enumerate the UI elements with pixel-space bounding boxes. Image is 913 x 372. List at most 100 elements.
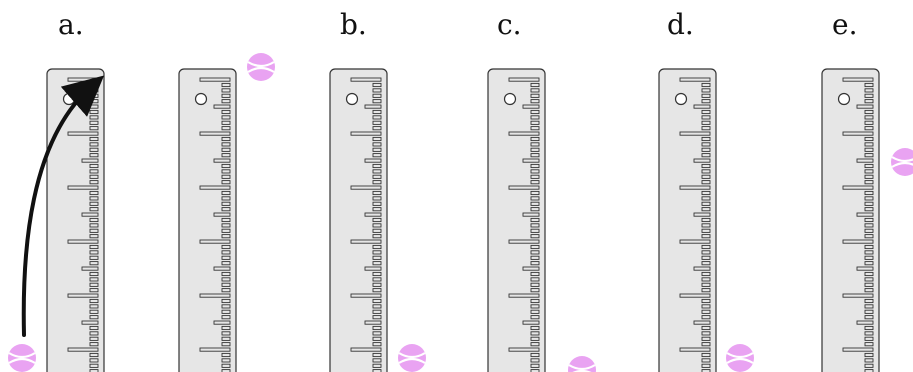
ruler-tick [701, 255, 711, 260]
ruler-tick [372, 363, 382, 368]
ruler-tick [864, 142, 874, 147]
ruler-tick [372, 315, 382, 320]
ruler-tick [530, 358, 540, 363]
ruler-tick [530, 244, 540, 250]
ruler-tick [221, 255, 231, 260]
ruler-tick [530, 88, 540, 93]
ruler-tick [864, 169, 874, 174]
ruler-tick [701, 277, 711, 282]
ruler-tick [221, 147, 231, 152]
ruler-tick [372, 99, 382, 104]
ruler-tick [842, 347, 874, 352]
ruler-tick [221, 223, 231, 228]
ruler-tick [864, 298, 874, 304]
ruler-tick [221, 180, 231, 185]
ruler-tick [508, 77, 540, 82]
ruler-tick [864, 88, 874, 93]
ruler-tick [372, 271, 382, 277]
ruler-tick [508, 347, 540, 352]
ruler-tick [864, 82, 874, 88]
ruler-tick [701, 109, 711, 115]
ruler-tick [372, 331, 382, 336]
ruler-tick [221, 88, 231, 93]
ruler-tick [530, 99, 540, 104]
ruler-tick [701, 120, 711, 125]
ruler-tick [530, 207, 540, 212]
ruler-tick [89, 196, 99, 201]
ruler-tick [864, 120, 874, 125]
ruler-tick [67, 293, 99, 298]
ruler-tick [221, 109, 231, 115]
ruler-6 [821, 68, 880, 372]
ruler-tick [701, 244, 711, 250]
ruler-tick [372, 358, 382, 363]
ruler-tick [864, 207, 874, 212]
ruler-tick [856, 320, 874, 325]
ruler-tick [530, 304, 540, 309]
ruler-tick [530, 201, 540, 206]
ruler-tick [89, 304, 99, 309]
ruler-tick [864, 363, 874, 368]
ruler-tick [221, 153, 231, 158]
ruler-tick [89, 336, 99, 341]
ruler-tick [364, 212, 382, 217]
ruler-tick [372, 169, 382, 174]
ruler-tick [864, 261, 874, 266]
ruler-tick [372, 309, 382, 314]
ruler-tick [221, 277, 231, 282]
ruler-tick [372, 277, 382, 282]
ruler-tick [701, 271, 711, 277]
ruler-tick [864, 147, 874, 152]
ruler-tick [679, 185, 711, 190]
ruler-tick [522, 266, 540, 271]
ruler-tick [221, 190, 231, 196]
ruler-tick [221, 288, 231, 293]
ruler-tick [221, 298, 231, 304]
ruler-tick [530, 234, 540, 239]
tennis-ball-icon [891, 148, 913, 176]
ruler-tick [864, 315, 874, 320]
ruler-tick [350, 77, 382, 82]
ruler-tick [89, 352, 99, 358]
ruler-tick [372, 261, 382, 266]
ruler-tick [530, 298, 540, 304]
ruler-tick [89, 201, 99, 206]
ruler-tick [701, 261, 711, 266]
ruler-tick [221, 163, 231, 169]
ruler-tick [89, 315, 99, 320]
ruler-tick [89, 369, 99, 372]
ruler-tick [864, 223, 874, 228]
ruler-tick [530, 190, 540, 196]
ruler-tick [701, 250, 711, 255]
ruler-tick [221, 271, 231, 277]
ruler-tick [89, 250, 99, 255]
ruler-tick [856, 158, 874, 163]
ruler-tick [530, 363, 540, 368]
label-b: b. [340, 8, 367, 41]
ruler-tick [864, 277, 874, 282]
ruler-tick [89, 325, 99, 331]
ruler-tick [89, 298, 99, 304]
label-a: a. [58, 8, 84, 41]
ruler-tick [530, 217, 540, 223]
ruler-tick [89, 234, 99, 239]
tennis-ball-icon [398, 344, 426, 372]
ruler-tick [864, 126, 874, 131]
ruler-tick [372, 142, 382, 147]
ruler-tick [701, 142, 711, 147]
ruler-tick [530, 196, 540, 201]
ruler-tick [221, 250, 231, 255]
ruler-tick [864, 244, 874, 250]
ruler-tick [221, 207, 231, 212]
ruler-tick [372, 163, 382, 169]
ruler-tick [530, 309, 540, 314]
ruler-tick [89, 207, 99, 212]
ruler-tick [530, 277, 540, 282]
ruler-tick [81, 320, 99, 325]
ruler-tick [701, 363, 711, 368]
ruler-tick [701, 82, 711, 88]
ruler-tick [693, 158, 711, 163]
ruler-tick [530, 147, 540, 152]
ruler-tick [508, 239, 540, 244]
ruler-tick [701, 342, 711, 347]
